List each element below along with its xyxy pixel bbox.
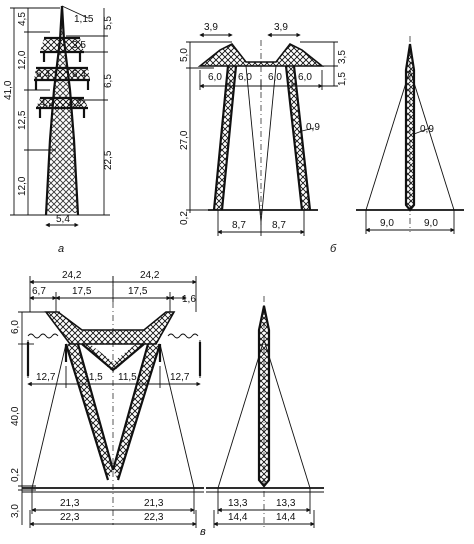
dim-c-side-base-1-right: 13,3	[276, 498, 296, 509]
dim-c-left-top: 6,0	[10, 320, 21, 334]
dim-c-phase-1: 12,7	[36, 372, 56, 383]
dim-c-inner-left: 17,5	[72, 286, 92, 297]
dim-c-base-1-left: 21,3	[60, 498, 80, 509]
dim-c-half-total-left: 24,2	[62, 270, 82, 281]
dim-c-phase-3: 11,5	[118, 372, 137, 383]
caption-a: а	[58, 243, 64, 255]
dim-a-right-3: 6,5	[103, 74, 114, 88]
dim-b-side-base-left: 9,0	[380, 218, 394, 229]
dim-b-right-2: 1,5	[337, 72, 348, 86]
dim-b-side-width: 0,9	[420, 124, 434, 135]
dim-a-left-top: 4,5	[17, 12, 28, 26]
panel-c: 24,2 24,2 6,7 17,5 17,5 1,6 6,0 40,0 0,2…	[10, 270, 324, 538]
dim-b-right-1: 3,5	[337, 50, 348, 64]
dim-a-left-1: 12,0	[17, 50, 28, 70]
dim-b-span-3: 6,0	[268, 72, 282, 83]
dim-a-right-4: 22,5	[103, 150, 114, 170]
panel-b: 3,9 3,9 5,0 27,0 0,2 3,5 1,5 6,0 6,0 6,0…	[179, 22, 464, 255]
dim-a-right-1: 5,5	[103, 16, 114, 30]
dim-a-right-2: 3,5	[72, 40, 86, 51]
dim-a-left-total: 41,0	[3, 80, 14, 100]
dim-b-left-main: 27,0	[179, 130, 190, 150]
dim-a-base: 5,4	[56, 214, 70, 225]
dim-b-base-left: 8,7	[232, 220, 246, 231]
dim-b-side-base-right: 9,0	[424, 218, 438, 229]
dim-c-half-total-right: 24,2	[140, 270, 160, 281]
caption-c: в	[200, 526, 206, 538]
dim-b-leg-width: 0,9	[306, 122, 320, 133]
dim-b-span-1: 6,0	[208, 72, 222, 83]
dim-c-phase-4: 12,7	[170, 372, 190, 383]
dim-a-arm-2-left: 4,2	[40, 98, 54, 109]
caption-b: б	[330, 243, 337, 255]
dim-b-top-right: 3,9	[274, 22, 288, 33]
dim-c-base-1-right: 21,3	[144, 498, 164, 509]
dim-c-outer-left: 6,7	[32, 286, 46, 297]
dim-c-side-base-1-left: 13,3	[228, 498, 248, 509]
dim-c-left-ground: 0,2	[10, 468, 21, 482]
dim-b-span-2: 6,0	[238, 72, 252, 83]
dim-a-arm-2-right: 4,2	[68, 98, 82, 109]
dim-a-arm-1-left: 6,4	[36, 69, 50, 80]
dim-c-inner-right: 17,5	[128, 286, 148, 297]
dim-a-left-3: 12,0	[17, 176, 28, 196]
dim-c-side-base-2-right: 14,4	[276, 512, 296, 523]
dim-b-span-4: 6,0	[298, 72, 312, 83]
dim-c-phase-2: 11,5	[84, 372, 103, 383]
dim-a-top: 1,15	[74, 14, 94, 25]
dim-a-arm-1-right: 6,4	[72, 69, 86, 80]
dim-b-left-top: 5,0	[179, 48, 190, 62]
panel-a: 41,0 4,5 12,0 12,5 12,0 1,15 5,5 3,5 6,5…	[3, 5, 114, 255]
dim-c-side-base-2-left: 14,4	[228, 512, 248, 523]
dim-c-base-2-right: 22,3	[144, 512, 164, 523]
dim-a-left-2: 12,5	[17, 110, 28, 130]
dim-b-left-ground: 0,2	[179, 211, 190, 225]
dim-b-base-right: 8,7	[272, 220, 286, 231]
dim-c-left-main: 40,0	[10, 406, 21, 426]
dim-c-outer-right: 1,6	[182, 294, 196, 305]
dim-c-base-2-left: 22,3	[60, 512, 80, 523]
dim-b-top-left: 3,9	[204, 22, 218, 33]
dim-c-left-found: 3,0	[10, 504, 21, 518]
